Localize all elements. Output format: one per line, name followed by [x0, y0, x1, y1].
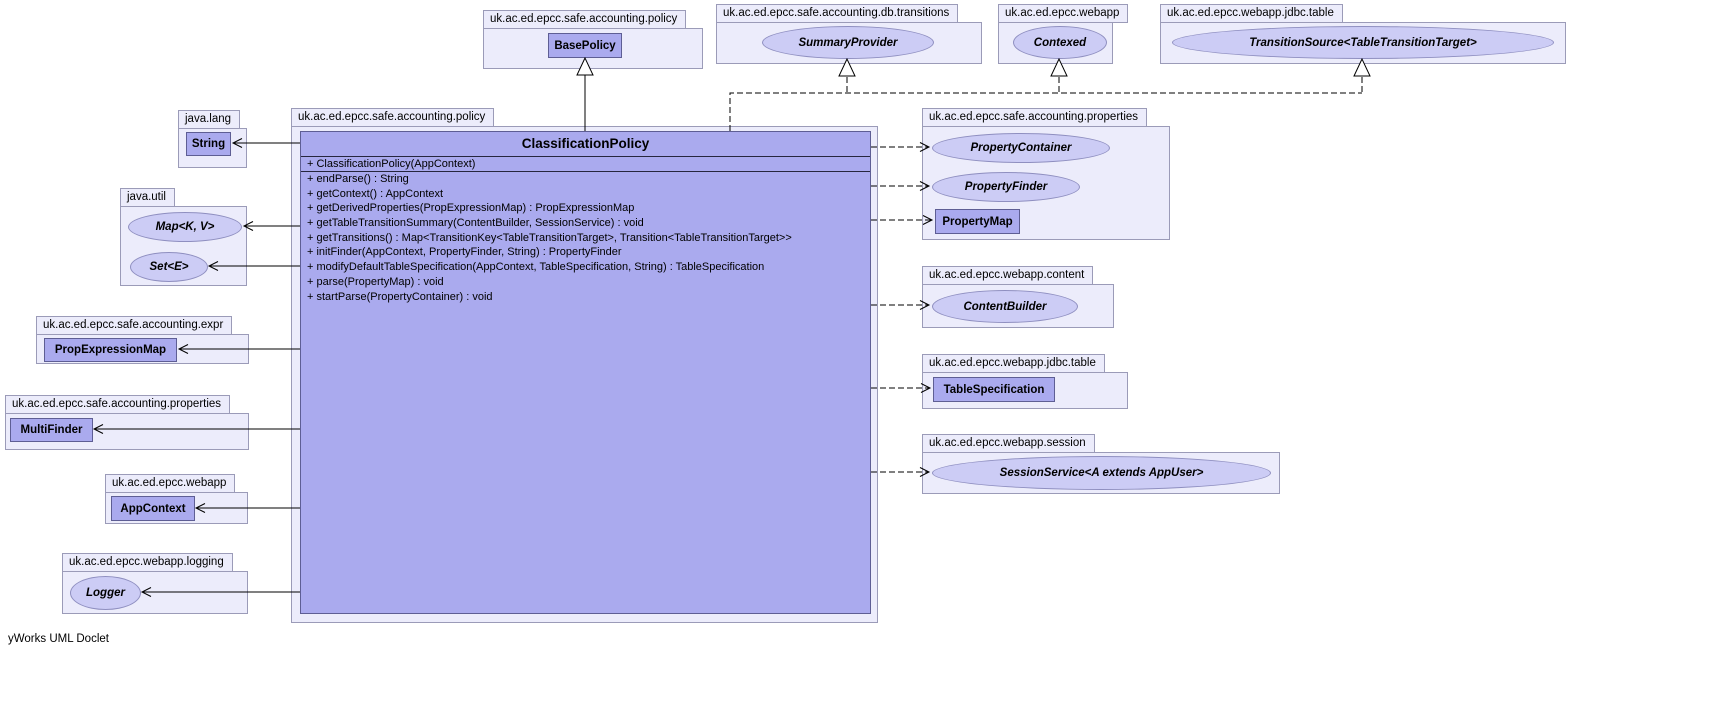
- class-string[interactable]: String: [186, 132, 231, 156]
- class-appcontext[interactable]: AppContext: [111, 496, 195, 521]
- interface-propertyfinder[interactable]: PropertyFinder: [932, 172, 1080, 202]
- interface-transitionsource[interactable]: TransitionSource<TableTransitionTarget>: [1172, 26, 1554, 59]
- class-basepolicy[interactable]: BasePolicy: [548, 33, 622, 58]
- class-title: ClassificationPolicy: [301, 132, 870, 157]
- methods-compartment: + endParse() : String + getContext() : A…: [301, 172, 870, 304]
- package-label-top-webapp: uk.ac.ed.epcc.webapp: [998, 4, 1129, 23]
- generator-credit: yWorks UML Doclet: [8, 633, 109, 645]
- package-label-session: uk.ac.ed.epcc.webapp.session: [922, 434, 1095, 453]
- method-row: + getContext() : AppContext: [307, 187, 444, 200]
- package-label-expr: uk.ac.ed.epcc.safe.accounting.expr: [36, 316, 233, 335]
- interface-map[interactable]: Map<K, V>: [128, 212, 242, 242]
- interface-contentbuilder[interactable]: ContentBuilder: [932, 290, 1078, 323]
- method-row: + getTableTransitionSummary(ContentBuild…: [307, 217, 644, 230]
- class-tablespecification[interactable]: TableSpecification: [933, 377, 1055, 402]
- class-multifinder[interactable]: MultiFinder: [10, 418, 93, 442]
- package-label-main-policy: uk.ac.ed.epcc.safe.accounting.policy: [291, 108, 495, 127]
- package-label-left-properties: uk.ac.ed.epcc.safe.accounting.properties: [5, 395, 231, 414]
- dependency-sessionservice-link: [871, 467, 931, 477]
- method-row: + modifyDefaultTableSpecification(AppCon…: [307, 261, 765, 274]
- interface-contexed[interactable]: Contexed: [1013, 26, 1107, 59]
- class-propexpressionmap[interactable]: PropExpressionMap: [44, 338, 177, 362]
- interface-summaryprovider[interactable]: SummaryProvider: [762, 26, 934, 59]
- constructor-row: + ClassificationPolicy(AppContext): [301, 157, 870, 172]
- package-label-right-jdbc-table: uk.ac.ed.epcc.webapp.jdbc.table: [922, 354, 1105, 373]
- method-row: + startParse(PropertyContainer) : void: [307, 290, 493, 303]
- class-classificationpolicy[interactable]: ClassificationPolicy + ClassificationPol…: [300, 131, 871, 614]
- package-label-left-webapp: uk.ac.ed.epcc.webapp: [105, 474, 236, 493]
- dependency-propertycontainer-link: [871, 142, 931, 152]
- package-label-content: uk.ac.ed.epcc.webapp.content: [922, 266, 1094, 285]
- method-row: + initFinder(AppContext, PropertyFinder,…: [307, 246, 622, 259]
- method-row: + endParse() : String: [307, 173, 409, 185]
- package-label-java-lang: java.lang: [178, 110, 241, 129]
- package-label-top-jdbc-table: uk.ac.ed.epcc.webapp.jdbc.table: [1160, 4, 1343, 23]
- method-row: + getTransitions() : Map<TransitionKey<T…: [307, 231, 792, 244]
- package-label-db-transitions: uk.ac.ed.epcc.safe.accounting.db.transit…: [716, 4, 959, 23]
- dependency-contentbuilder-link: [871, 300, 931, 310]
- package-label-logging: uk.ac.ed.epcc.webapp.logging: [62, 553, 233, 572]
- interface-logger[interactable]: Logger: [70, 576, 141, 610]
- package-label-top-policy: uk.ac.ed.epcc.safe.accounting.policy: [483, 10, 687, 29]
- interface-propertycontainer[interactable]: PropertyContainer: [932, 133, 1110, 163]
- package-label-right-properties: uk.ac.ed.epcc.safe.accounting.properties: [922, 108, 1148, 127]
- interface-set[interactable]: Set<E>: [130, 252, 208, 282]
- class-propertymap[interactable]: PropertyMap: [935, 209, 1020, 234]
- dependency-propertyfinder-link: [871, 181, 931, 191]
- package-label-java-util: java.util: [120, 188, 175, 207]
- method-row: + parse(PropertyMap) : void: [307, 275, 444, 288]
- method-row: + getDerivedProperties(PropExpressionMap…: [307, 202, 635, 215]
- interface-sessionservice[interactable]: SessionService<A extends AppUser>: [932, 456, 1271, 490]
